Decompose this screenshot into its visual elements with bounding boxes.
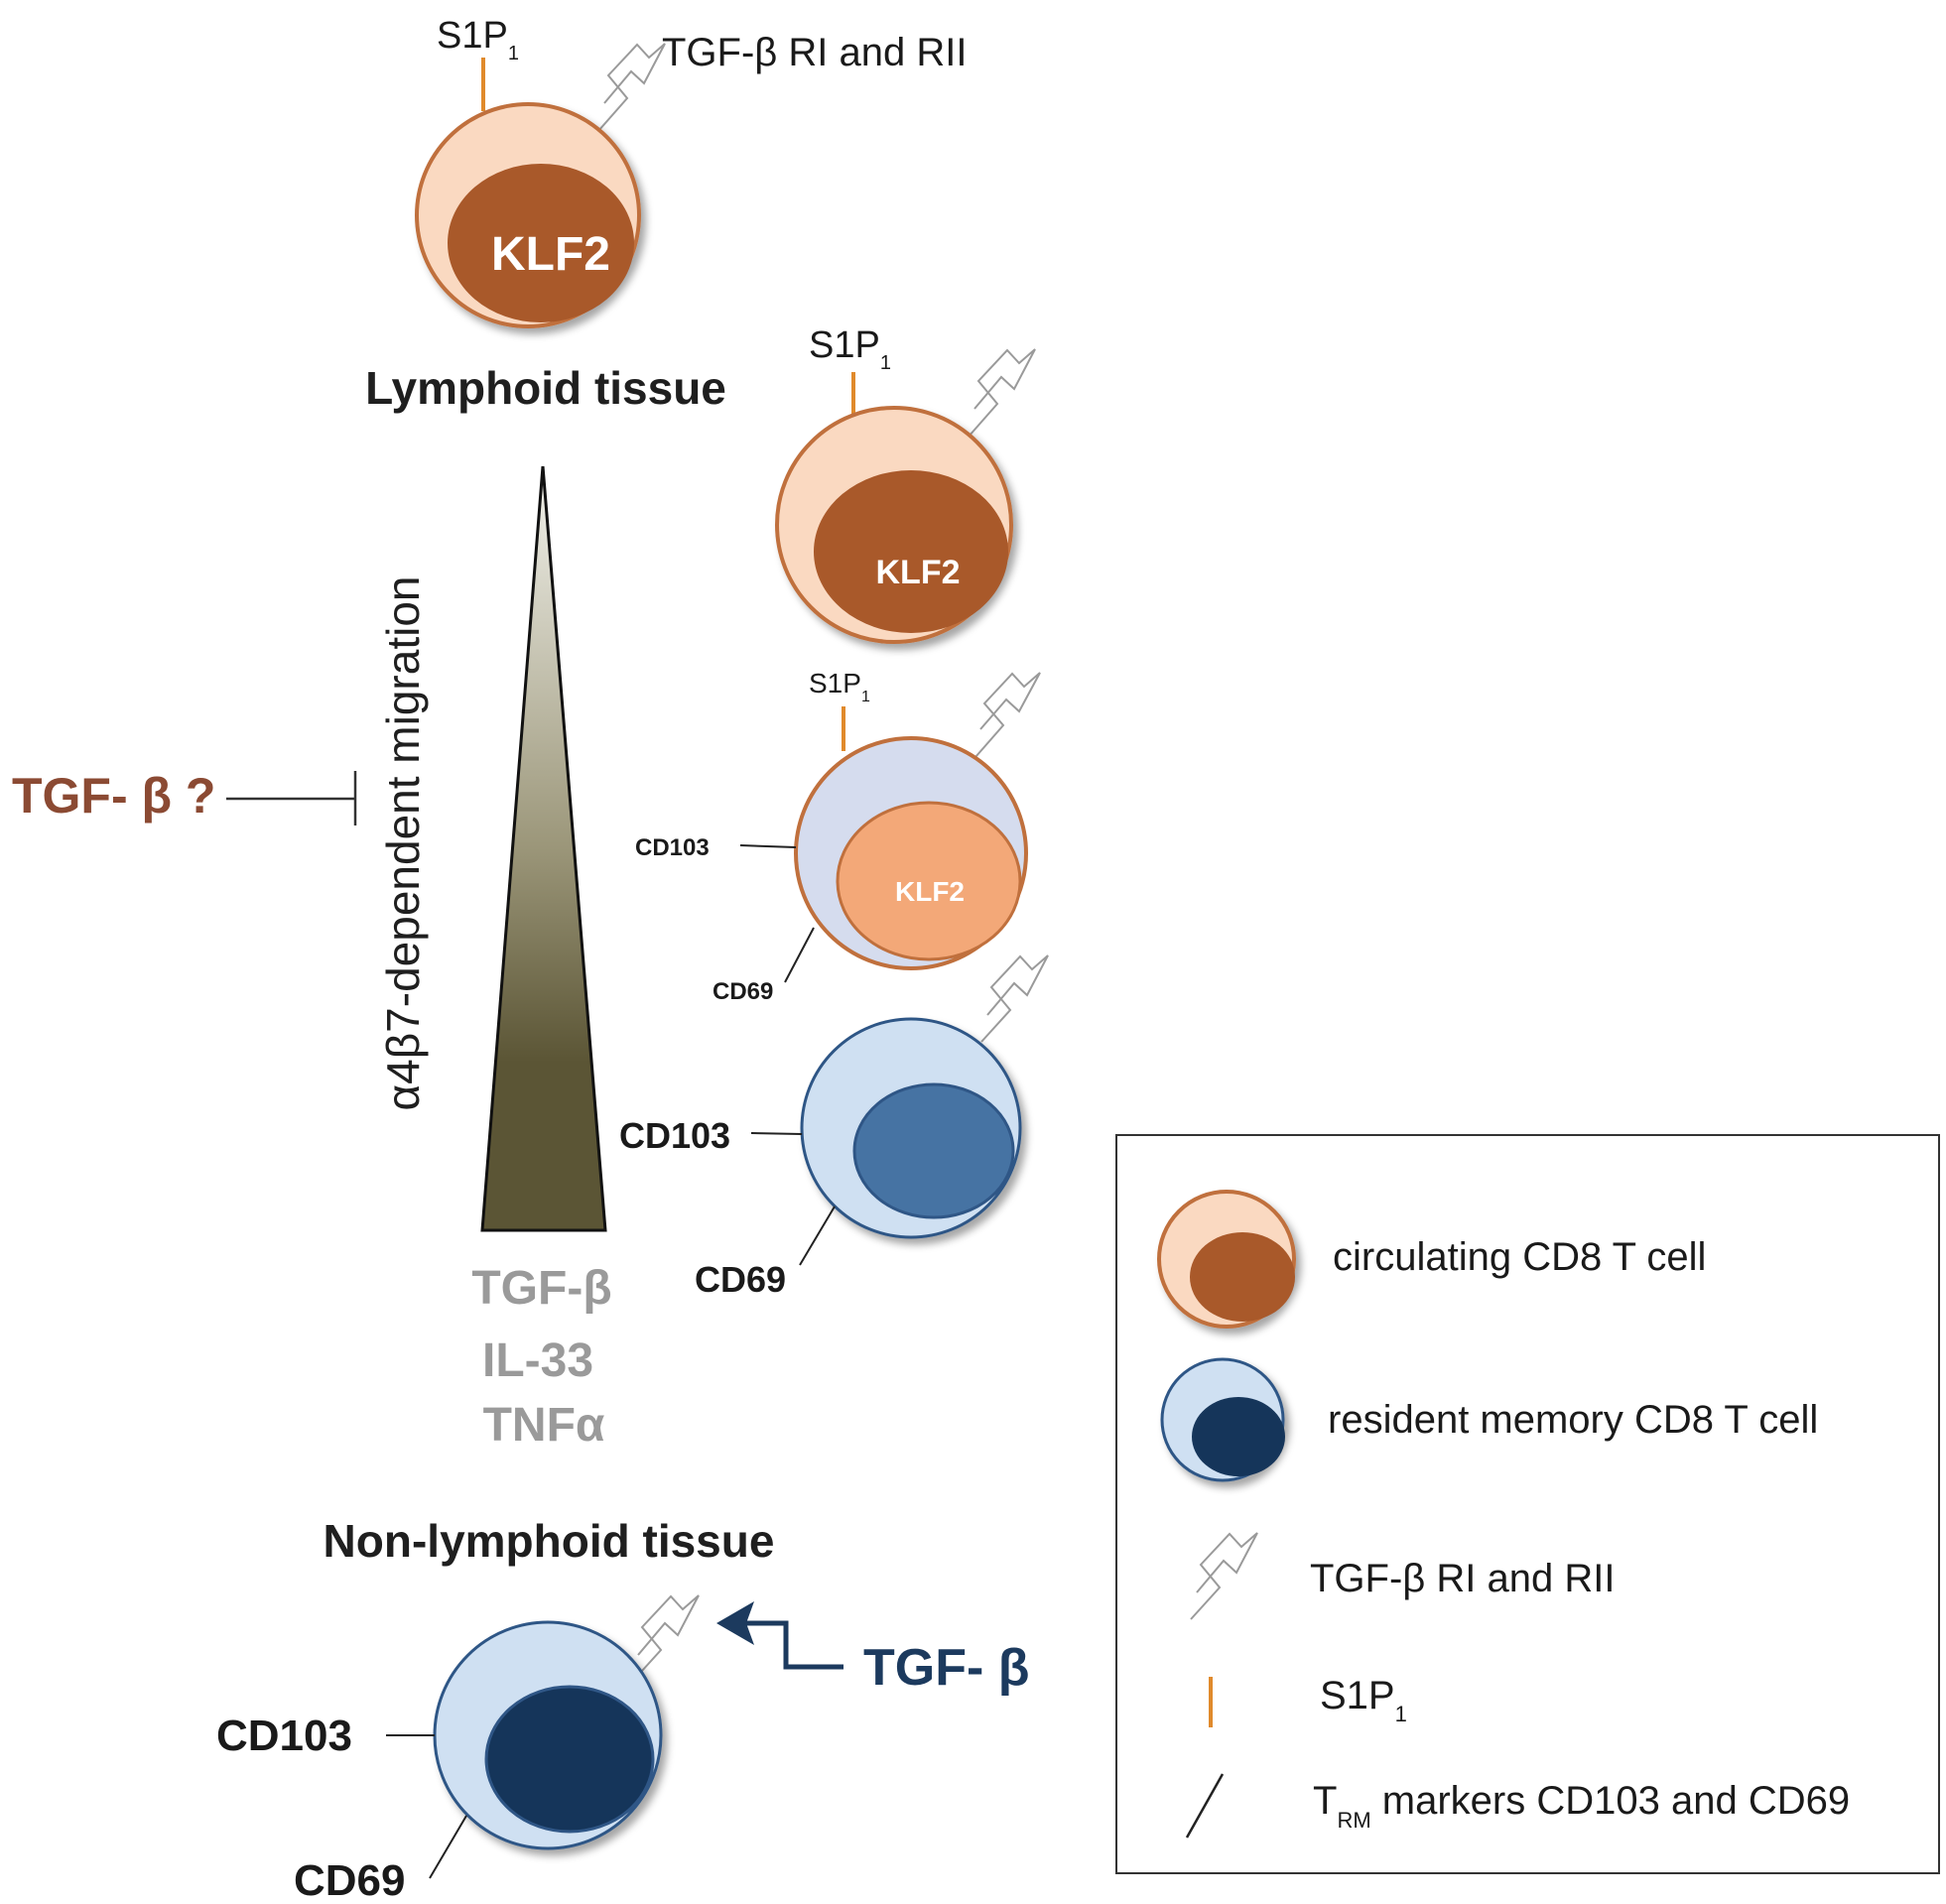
tgfb-question-label: TGF- β ? — [12, 768, 215, 824]
cd69-marker-line — [429, 1815, 467, 1879]
legend-resident-label: resident memory CD8 T cell — [1328, 1398, 1818, 1442]
circulating-cell-1: KLF2 S1P1 TGF-β RI and RII — [415, 15, 968, 328]
cytokine-tnfa: TNFα — [483, 1399, 605, 1452]
legend-item-trm-markers: TRM markers CD103 and CD69 — [1185, 1773, 1850, 1839]
circulating-cell-2: KLF2 S1P1 — [775, 324, 1036, 644]
legend-item-s1p1: S1P1 — [1209, 1674, 1407, 1727]
transitional-cell: KLF2 S1P1 CD103 CD69 — [635, 668, 1041, 1005]
resident-nucleus-icon — [1192, 1397, 1285, 1476]
s1p1-label: S1P1 — [809, 668, 870, 705]
arrow-head — [716, 1601, 754, 1645]
s1p1-label: S1P1 — [809, 324, 891, 374]
legend-receptor-label: TGF-β RI and RII — [1310, 1557, 1616, 1600]
klf2-nucleus — [836, 801, 1022, 961]
klf2-nucleus — [448, 164, 634, 322]
lymphoid-tissue-label: Lymphoid tissue — [365, 362, 726, 414]
cytokine-tgfb: TGF-β — [471, 1262, 611, 1315]
legend-item-resident: resident memory CD8 T cell — [1160, 1357, 1818, 1482]
s1p1-label: S1P1 — [437, 15, 519, 64]
non-lymphoid-tissue-label: Non-lymphoid tissue — [324, 1515, 775, 1567]
tgfb-receptor-icon — [1190, 1532, 1258, 1620]
cytokine-gradient-triangle — [480, 465, 607, 1232]
cd103-label: CD103 — [216, 1712, 352, 1760]
cytokine-il33: IL-33 — [482, 1334, 593, 1387]
cd103-marker-line — [739, 844, 797, 848]
tgfb-arrow: TGF- β — [716, 1601, 1029, 1697]
klf2-label: KLF2 — [895, 876, 965, 907]
cd69-label: CD69 — [695, 1259, 786, 1300]
cd69-marker-line — [799, 1206, 836, 1266]
legend-circulating-label: circulating CD8 T cell — [1333, 1235, 1706, 1279]
cd103-marker-line — [750, 1132, 803, 1135]
resident-memory-cell-1: CD103 CD69 — [619, 954, 1049, 1300]
resident-memory-cell-2: CD103 CD69 — [216, 1594, 700, 1904]
nucleus — [852, 1082, 1015, 1219]
tgfb-label: TGF- β — [863, 1639, 1029, 1697]
migration-label: α4β7-dependent migration — [377, 576, 429, 1111]
cd69-marker-line — [784, 927, 815, 983]
nucleus — [484, 1685, 655, 1834]
legend-trm-label: TRM markers CD103 and CD69 — [1313, 1779, 1850, 1833]
legend: circulating CD8 T cell resident memory C… — [1115, 1134, 1940, 1874]
tgfb-receptor-icon — [974, 672, 1041, 758]
cd69-label: CD69 — [713, 978, 773, 1005]
klf2-nucleus — [814, 470, 1008, 633]
trm-marker-line-icon — [1185, 1773, 1225, 1839]
legend-item-circulating: circulating CD8 T cell — [1157, 1190, 1706, 1329]
tgfb-receptor-label: TGF-β RI and RII — [662, 31, 968, 74]
circulating-nucleus-icon — [1190, 1232, 1295, 1322]
klf2-label: KLF2 — [491, 228, 610, 281]
cd69-label: CD69 — [294, 1856, 406, 1904]
cd103-label: CD103 — [619, 1115, 730, 1156]
cd103-label: CD103 — [635, 834, 710, 861]
legend-s1p1-label: S1P1 — [1320, 1674, 1407, 1726]
tgfb-receptor-icon — [968, 348, 1036, 438]
tgfb-receptor-icon — [980, 954, 1049, 1043]
arrow-path — [744, 1620, 843, 1670]
legend-item-receptor: TGF-β RI and RII — [1190, 1532, 1616, 1620]
tgfb-receptor-icon — [597, 43, 666, 132]
tgfb-receptor-icon — [631, 1594, 700, 1683]
klf2-label: KLF2 — [876, 554, 961, 591]
